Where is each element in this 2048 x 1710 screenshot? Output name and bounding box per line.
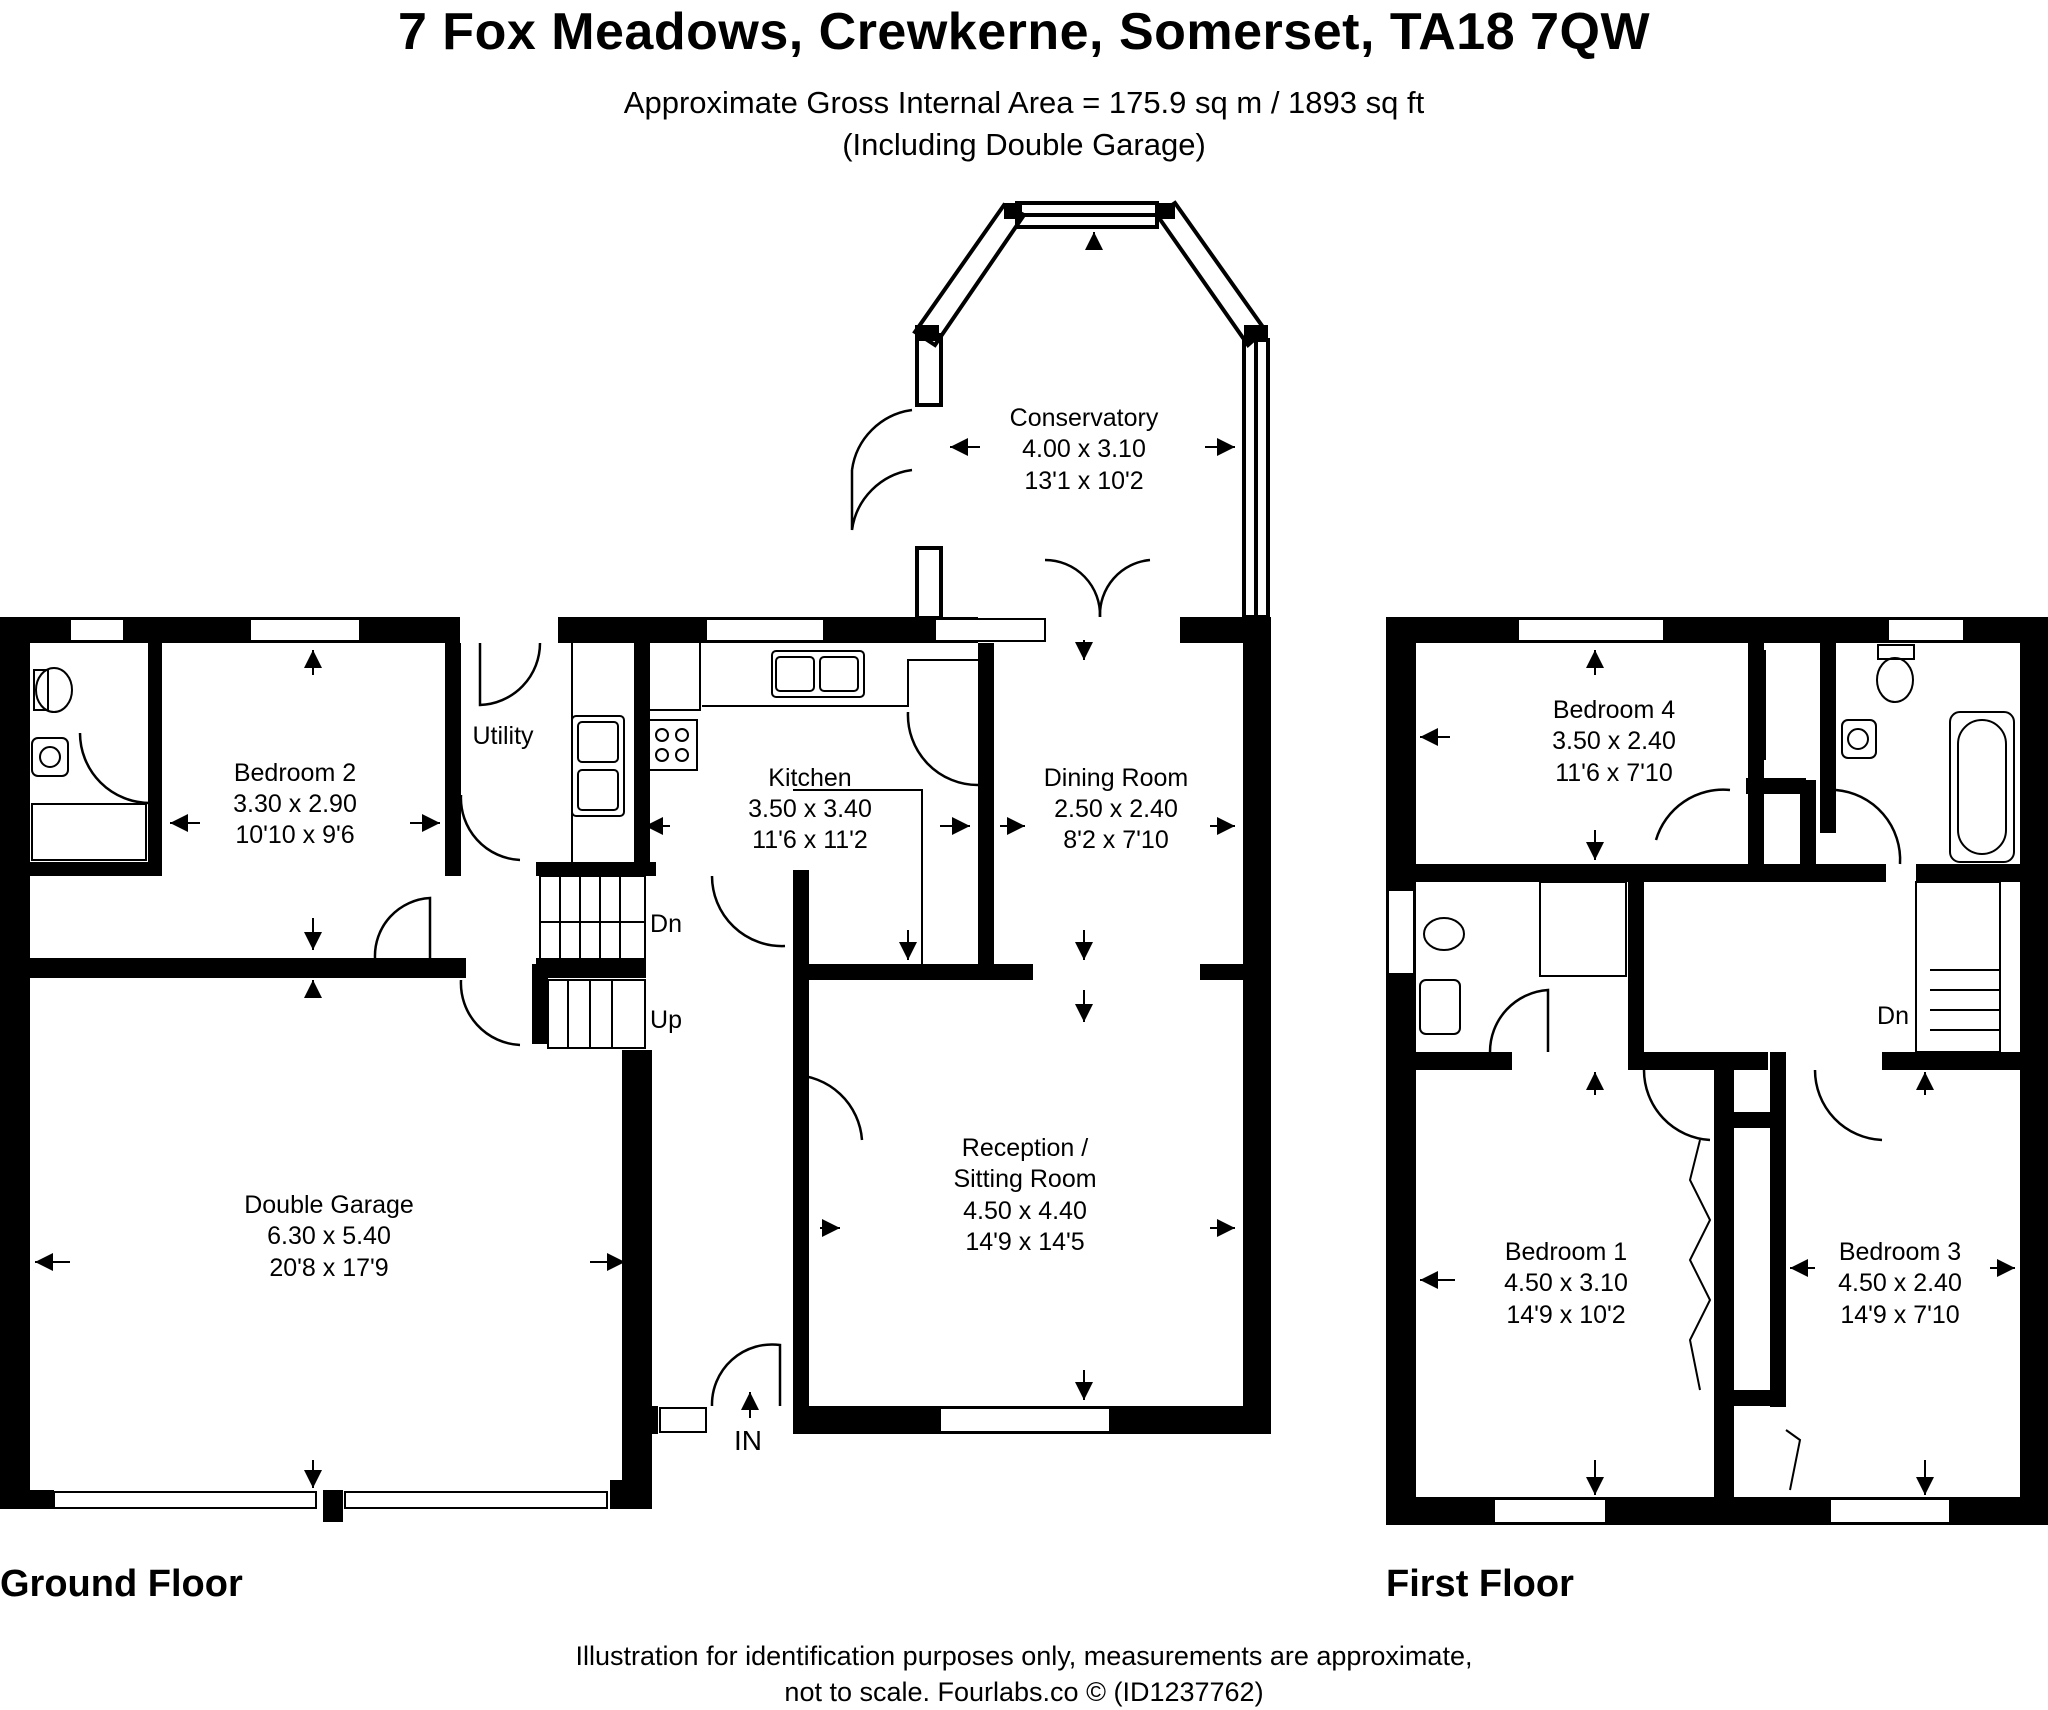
- area-note: (Including Double Garage): [842, 127, 1206, 162]
- wall: [978, 780, 994, 980]
- room-imperial: 13'1 x 10'2: [1024, 467, 1143, 495]
- wall: [1820, 643, 1836, 833]
- wall: [30, 1490, 54, 1509]
- wall: [1243, 617, 1271, 1434]
- ground-room-labels: Conservatory 4.00 x 3.10 13'1 x 10'2 Bed…: [0, 404, 1188, 1605]
- stairs-up-label: Up: [650, 1006, 682, 1034]
- dimension-arrows: [35, 232, 1235, 1488]
- room-metric: 3.50 x 3.40: [748, 795, 872, 823]
- room-name: Conservatory: [1010, 404, 1159, 432]
- room-name: Bedroom 1: [1505, 1238, 1627, 1266]
- room-name: Bedroom 2: [234, 759, 356, 787]
- wall: [1714, 1390, 1786, 1406]
- room-name: Bedroom 4: [1553, 696, 1675, 724]
- ensuite-fixtures: [31, 667, 147, 861]
- wall: [1244, 325, 1268, 341]
- wall: [793, 964, 1033, 980]
- room-name: Kitchen: [768, 764, 851, 792]
- wall: [323, 1490, 343, 1522]
- room-name: Sitting Room: [953, 1165, 1096, 1193]
- wall: [1714, 1112, 1786, 1128]
- stairs-down-label: Dn: [1877, 1002, 1909, 1030]
- room-imperial: 11'6 x 11'2: [752, 826, 868, 854]
- stairs-down-label: Dn: [650, 910, 682, 938]
- wall: [1416, 1052, 1512, 1070]
- wall: [610, 1480, 652, 1509]
- gross-area: Approximate Gross Internal Area = 175.9 …: [623, 85, 1425, 120]
- wall: [1416, 864, 1886, 882]
- wall: [622, 1050, 652, 1509]
- room-name: Bedroom 3: [1839, 1238, 1961, 1266]
- wall: [532, 964, 548, 1044]
- wall: [978, 643, 994, 783]
- wall: [793, 870, 809, 1420]
- room-metric: 4.50 x 3.10: [1504, 1269, 1628, 1297]
- wall: [148, 643, 162, 873]
- wall: [1004, 203, 1022, 219]
- wall: [0, 617, 30, 1509]
- room-imperial: 20'8 x 17'9: [269, 1254, 388, 1282]
- door-swings: [1488, 788, 1902, 1142]
- wall: [1200, 964, 1271, 980]
- wall: [1800, 780, 1816, 870]
- wall: [30, 862, 162, 876]
- floor-label-ground: Ground Floor: [0, 1563, 243, 1605]
- disclaimer: Illustration for identification purposes…: [0, 1638, 2048, 1710]
- wall: [536, 862, 656, 876]
- wall: [1157, 203, 1175, 219]
- room-imperial: 14'9 x 7'10: [1840, 1301, 1959, 1329]
- door-swings: [78, 408, 1151, 1407]
- wall: [1746, 778, 1806, 794]
- room-metric: 4.50 x 4.40: [963, 1197, 1087, 1225]
- windows: [53, 618, 1111, 1509]
- wall: [1628, 878, 1644, 1070]
- room-metric: 3.30 x 2.90: [233, 790, 357, 818]
- area-summary: Approximate Gross Internal Area = 175.9 …: [0, 82, 2048, 166]
- room-imperial: 8'2 x 7'10: [1063, 826, 1168, 854]
- room-imperial: 14'9 x 10'2: [1506, 1301, 1625, 1329]
- wall: [1386, 617, 1416, 1525]
- room-metric: 3.50 x 2.40: [1552, 727, 1676, 755]
- first-room-labels: Bedroom 4 3.50 x 2.40 11'6 x 7'10 Bedroo…: [1386, 696, 1962, 1605]
- room-imperial: 11'6 x 7'10: [1555, 759, 1673, 787]
- room-metric: 2.50 x 2.40: [1054, 795, 1178, 823]
- wall: [1882, 1052, 2020, 1070]
- entrance-label: IN: [734, 1425, 762, 1456]
- floor-label-first: First Floor: [1386, 1563, 1574, 1605]
- room-name: Dining Room: [1044, 764, 1189, 792]
- room-imperial: 14'9 x 14'5: [965, 1228, 1084, 1256]
- wall: [30, 958, 466, 978]
- room-metric: 6.30 x 5.40: [267, 1222, 391, 1250]
- disclaimer-line: Illustration for identification purposes…: [575, 1641, 1473, 1671]
- windows: [1387, 618, 1965, 1524]
- wall: [445, 643, 461, 876]
- disclaimer-line: not to scale. Fourlabs.co © (ID1237762): [784, 1677, 1264, 1707]
- room-metric: 4.50 x 2.40: [1838, 1269, 1962, 1297]
- room-metric: 4.00 x 3.10: [1022, 435, 1146, 463]
- page-title: 7 Fox Meadows, Crewkerne, Somerset, TA18…: [397, 3, 1651, 61]
- wall: [1628, 1052, 1768, 1070]
- wall: [1916, 864, 2020, 882]
- wall: [622, 1406, 658, 1434]
- first-floor-fixtures: [1419, 644, 2015, 1491]
- room-name: Utility: [472, 722, 534, 750]
- room-name: Double Garage: [244, 1191, 414, 1219]
- stairs: [539, 875, 646, 1049]
- first-floor: [1386, 617, 2048, 1525]
- ground-floor: [0, 200, 1271, 1522]
- wall: [536, 958, 646, 978]
- wall: [915, 325, 939, 341]
- wall: [1770, 1052, 1786, 1407]
- wall: [1748, 643, 1764, 879]
- room-name: Reception /: [962, 1134, 1089, 1162]
- room-imperial: 10'10 x 9'6: [235, 821, 354, 849]
- wall: [2020, 617, 2048, 1525]
- kitchen-fittings: [571, 643, 978, 964]
- dimension-arrows: [1420, 650, 2015, 1495]
